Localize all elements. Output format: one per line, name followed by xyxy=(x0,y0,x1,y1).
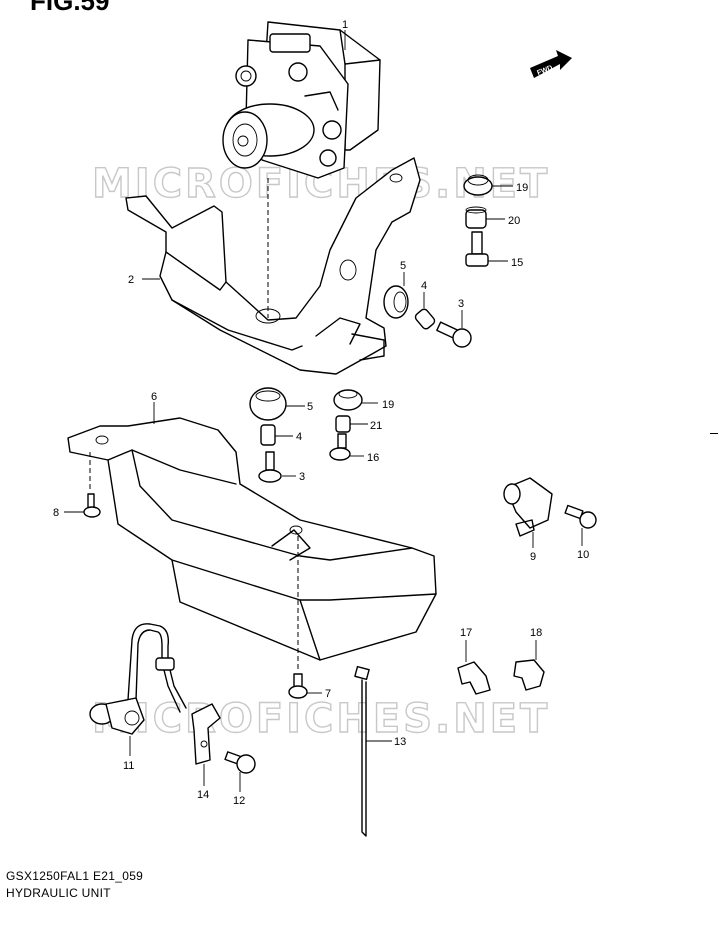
callout-17: 17 xyxy=(460,627,472,639)
clamp-18 xyxy=(513,659,545,691)
figure-title: FIG.59 xyxy=(30,0,110,16)
callout-21: 21 xyxy=(370,420,382,432)
fwd-arrow-icon: FWD xyxy=(530,50,572,78)
hydraulic-unit-part xyxy=(222,21,381,179)
callout-5-upper: 5 xyxy=(400,260,406,272)
callout-9: 9 xyxy=(530,551,536,563)
bolt-15 xyxy=(465,231,489,267)
wheel-speed-sensor-11 xyxy=(89,697,145,735)
model-code: GSX1250FAL1 E21_059 xyxy=(6,869,144,883)
callout-14: 14 xyxy=(197,789,209,801)
callout-3-upper: 3 xyxy=(458,298,464,310)
bolt-12 xyxy=(224,751,256,774)
bolt-7 xyxy=(288,673,308,699)
callout-16: 16 xyxy=(367,452,379,464)
rubber-damper-19-lower xyxy=(333,389,363,411)
bolt-10 xyxy=(564,504,597,529)
screw-8 xyxy=(83,493,101,518)
callout-11: 11 xyxy=(123,760,134,772)
collar-4-lower xyxy=(260,424,276,446)
figure-name: HYDRAULIC UNIT xyxy=(6,886,111,900)
grommet-5-upper xyxy=(383,285,409,319)
sensor-9 xyxy=(503,477,553,537)
callout-12: 12 xyxy=(233,795,245,807)
cable-tie-13 xyxy=(354,665,370,837)
callout-15: 15 xyxy=(511,257,523,269)
bracket-14 xyxy=(191,703,221,765)
callout-4-lower: 4 xyxy=(296,431,302,443)
grommet-5-lower xyxy=(249,387,287,421)
callout-20: 20 xyxy=(508,215,520,227)
bolt-16 xyxy=(329,433,351,461)
callout-6: 6 xyxy=(151,391,157,403)
callout-5-lower: 5 xyxy=(307,401,313,413)
brake-pipe xyxy=(127,623,187,713)
upper-bracket-part xyxy=(125,157,421,375)
lower-cover-part xyxy=(67,417,437,670)
callout-19-lower: 19 xyxy=(382,399,394,411)
callout-1: 1 xyxy=(342,19,348,31)
watermark-bottom: MICROFICHES.NET xyxy=(92,696,550,742)
callout-10: 10 xyxy=(577,549,589,561)
callout-13: 13 xyxy=(394,736,406,748)
bolt-3-lower xyxy=(258,451,282,483)
callout-18: 18 xyxy=(530,627,542,639)
bolt-3-upper xyxy=(436,321,472,348)
collar-4-upper xyxy=(414,308,436,330)
callout-19-top: 19 xyxy=(516,182,528,194)
callout-2: 2 xyxy=(128,274,134,286)
page-edge-tick xyxy=(710,433,718,434)
collar-21 xyxy=(335,415,351,433)
callout-8: 8 xyxy=(53,507,59,519)
callout-7: 7 xyxy=(325,688,331,700)
callout-3-lower: 3 xyxy=(299,471,305,483)
callout-4-upper: 4 xyxy=(421,280,427,292)
clamp-17 xyxy=(457,661,491,695)
collar-20 xyxy=(465,206,487,229)
